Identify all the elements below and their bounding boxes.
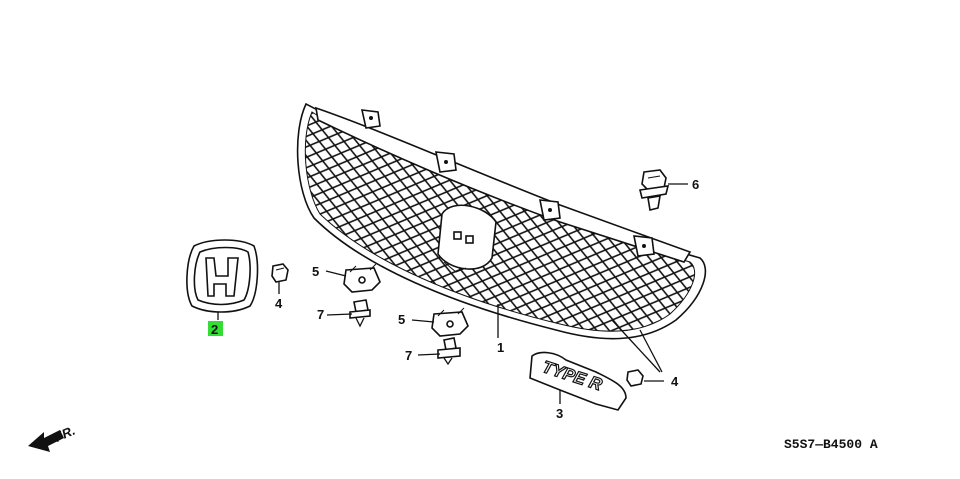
clip-upper: [343, 263, 381, 293]
callout-2: 2: [211, 322, 218, 337]
grille-tab: [539, 199, 561, 221]
callout-7-lower: 7: [405, 348, 412, 363]
clip-lower: [431, 307, 469, 337]
grille-tab: [435, 151, 457, 173]
leader-lines: [217, 183, 688, 404]
callout-5-lower: 5: [398, 312, 405, 327]
screw-upper: [349, 299, 371, 328]
callout-5-upper: 5: [312, 264, 319, 279]
grille-tab: [360, 109, 381, 129]
emblem-mount: [437, 204, 497, 273]
callout-6: 6: [692, 177, 699, 192]
front-direction-marker: FR.: [28, 423, 77, 452]
screw-lower: [437, 337, 461, 366]
h-emblem: [186, 239, 259, 313]
push-clip: [639, 169, 670, 211]
grille-tab: [633, 235, 655, 257]
callout-4-right: 4: [671, 374, 679, 389]
front-marker-label: FR.: [52, 423, 77, 445]
callout-2-highlight: [208, 321, 223, 336]
diagram-code: S5S7—B4500 A: [784, 437, 878, 452]
callout-1: 1: [497, 340, 504, 355]
type-r-emblem: TYPE R: [529, 351, 627, 411]
front-arrow-icon: [28, 430, 64, 452]
callouts: 1 2 3 4 4 5 5 6 7 7: [208, 177, 699, 421]
callout-7-upper: 7: [317, 307, 324, 322]
callout-4-left: 4: [275, 296, 283, 311]
callout-3: 3: [556, 406, 563, 421]
nut-left: [271, 263, 289, 283]
nut-right: [626, 369, 644, 387]
